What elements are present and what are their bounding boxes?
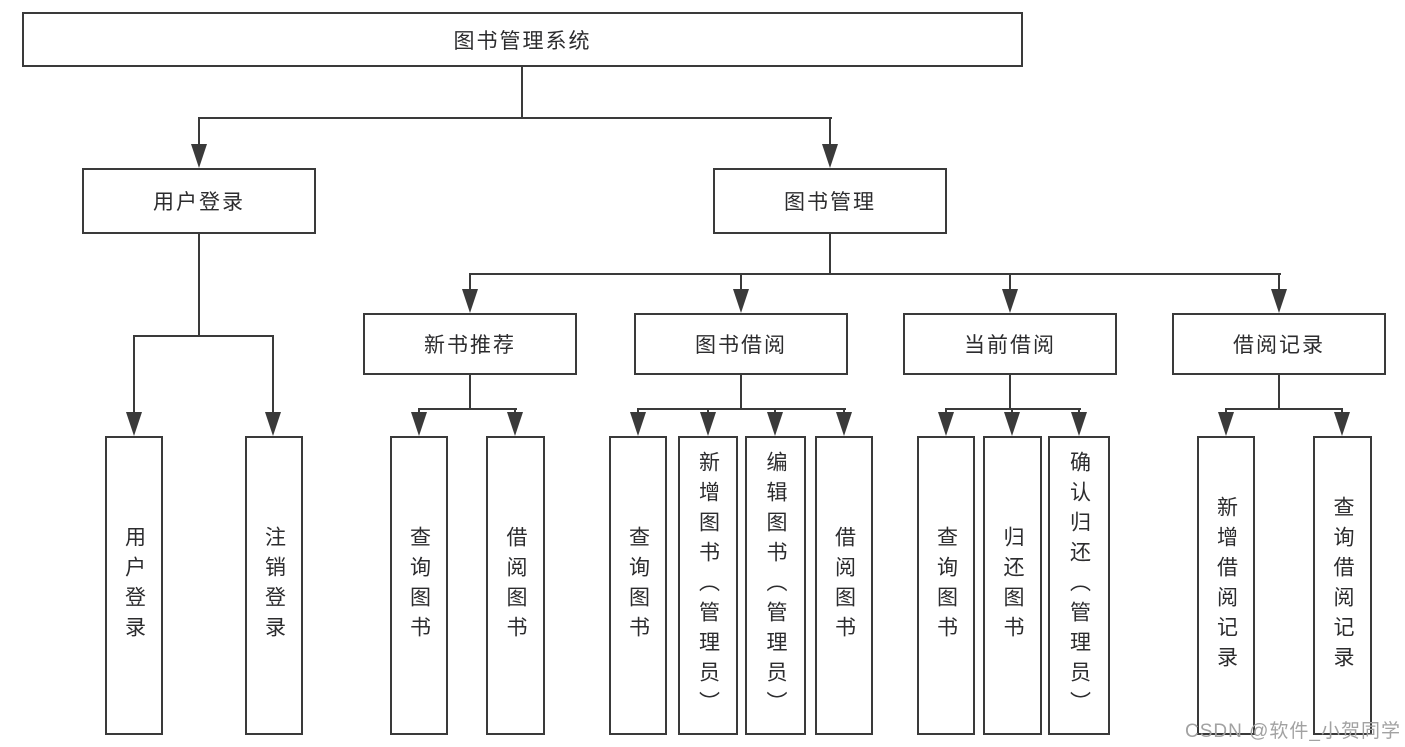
- connector-arrow-stem: [198, 117, 200, 147]
- arrowhead-icon: [1271, 289, 1287, 313]
- connector-root-stem: [521, 67, 523, 117]
- arrowhead-icon: [1071, 412, 1087, 436]
- leaf-return-books: 归还图书: [983, 436, 1042, 735]
- leaf-query-books-borrowing: 查询图书: [609, 436, 667, 735]
- arrowhead-icon: [462, 289, 478, 313]
- arrowhead-icon: [1334, 412, 1350, 436]
- connector-group-bar: [637, 408, 846, 410]
- arrowhead-icon: [191, 144, 207, 168]
- arrowhead-icon: [767, 412, 783, 436]
- connector-login-bar: [133, 335, 274, 337]
- arrowhead-icon: [836, 412, 852, 436]
- connector-arrow-stem: [469, 273, 471, 291]
- leaf-borrow-books: 借阅图书: [815, 436, 873, 735]
- arrowhead-icon: [1002, 289, 1018, 313]
- leaf-borrow-books-recommend: 借阅图书: [486, 436, 545, 735]
- node-user-login-branch: 用户登录: [82, 168, 316, 234]
- arrowhead-icon: [938, 412, 954, 436]
- connector-arrow-stem: [133, 335, 135, 414]
- connector-arrow-stem: [1278, 273, 1280, 291]
- watermark: CSDN @软件_小贺同学: [1185, 721, 1401, 742]
- leaf-confirm-return-admin: 确认归还（管理员）: [1048, 436, 1110, 735]
- connector-group-stem: [1278, 375, 1280, 408]
- connector-login-stem: [198, 234, 200, 335]
- arrowhead-icon: [630, 412, 646, 436]
- arrowhead-icon: [822, 144, 838, 168]
- connector-arrow-stem: [1009, 273, 1011, 291]
- arrowhead-icon: [126, 412, 142, 436]
- node-current-borrowing: 当前借阅: [903, 313, 1117, 375]
- leaf-query-borrow-record: 查询借阅记录: [1313, 436, 1372, 735]
- arrowhead-icon: [265, 412, 281, 436]
- arrowhead-icon: [1004, 412, 1020, 436]
- leaf-add-borrow-record: 新增借阅记录: [1197, 436, 1255, 735]
- leaf-logout: 注销登录: [245, 436, 303, 735]
- leaf-query-books-current: 查询图书: [917, 436, 975, 735]
- arrowhead-icon: [700, 412, 716, 436]
- leaf-user-login: 用户登录: [105, 436, 163, 735]
- connector-mgmt-stem: [829, 234, 831, 273]
- connector-group-bar: [418, 408, 517, 410]
- connector-mgmt-bar: [469, 273, 1281, 275]
- connector-arrow-stem: [740, 273, 742, 291]
- connector-group-bar: [1225, 408, 1343, 410]
- leaf-query-books-recommend: 查询图书: [390, 436, 448, 735]
- node-book-borrowing: 图书借阅: [634, 313, 848, 375]
- node-borrowing-records: 借阅记录: [1172, 313, 1386, 375]
- arrowhead-icon: [733, 289, 749, 313]
- connector-group-stem: [469, 375, 471, 408]
- node-new-book-recommendation: 新书推荐: [363, 313, 577, 375]
- arrowhead-icon: [1218, 412, 1234, 436]
- connector-root-bar: [198, 117, 832, 119]
- leaf-add-book-admin: 新增图书（管理员）: [678, 436, 738, 735]
- connector-arrow-stem: [829, 117, 831, 147]
- arrowhead-icon: [411, 412, 427, 436]
- arrowhead-icon: [507, 412, 523, 436]
- connector-group-stem: [740, 375, 742, 408]
- leaf-edit-book-admin: 编辑图书（管理员）: [745, 436, 806, 735]
- connector-group-bar: [945, 408, 1081, 410]
- connector-arrow-stem: [272, 335, 274, 414]
- node-book-management-branch: 图书管理: [713, 168, 947, 234]
- node-library-management-system: 图书管理系统: [22, 12, 1023, 67]
- connector-group-stem: [1009, 375, 1011, 408]
